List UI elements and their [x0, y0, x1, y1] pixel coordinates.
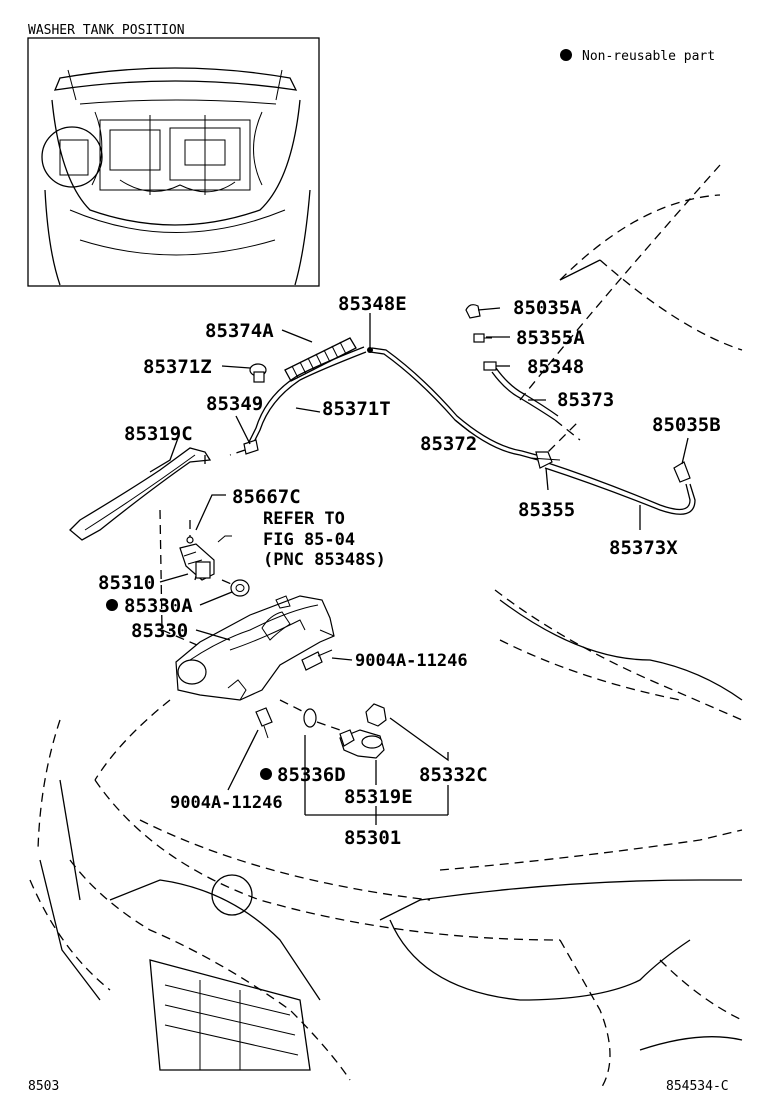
- part-85349-clamp: [243, 439, 259, 455]
- label-85349: 85349: [206, 393, 263, 415]
- label-85374A: 85374A: [205, 320, 274, 342]
- label-85355: 85355: [518, 499, 575, 521]
- part-85330-washer-tank: [175, 595, 335, 701]
- label-85348E: 85348E: [338, 293, 407, 315]
- non-reusable-dot-icon: [260, 768, 272, 780]
- label-85667C: 85667C: [232, 486, 301, 508]
- part-85374A-tube: [284, 337, 357, 382]
- label-85371T: 85371T: [322, 398, 391, 420]
- part-85355A-joint: [473, 333, 492, 343]
- inset-title: WASHER TANK POSITION: [28, 23, 185, 38]
- part-85035B-nozzle: [673, 461, 691, 483]
- label-85373: 85373: [557, 389, 614, 411]
- hose-85371T: [251, 351, 367, 447]
- part-85310-pump: [179, 543, 215, 581]
- hose-85373: [491, 371, 556, 421]
- part-85667C-clip: [186, 536, 194, 544]
- refer-line-2: FIG 85-04: [263, 530, 355, 550]
- refer-line-3: (PNC 85348S): [263, 550, 386, 570]
- part-85319E-pump: [339, 729, 385, 759]
- label-85336D: 85336D: [277, 764, 346, 786]
- footer-page-code: 8503: [28, 1079, 59, 1094]
- label-85330A: 85330A: [124, 595, 193, 617]
- inset-highlight-circle: [41, 126, 103, 188]
- legend-dot-icon: [560, 49, 572, 61]
- label-85332C: 85332C: [419, 764, 488, 786]
- label-85348: 85348: [527, 356, 584, 378]
- part-85355-joint: [529, 451, 561, 469]
- label-85330: 85330: [131, 620, 188, 642]
- label-85371Z: 85371Z: [143, 356, 212, 378]
- part-85319C-protector: [69, 447, 212, 541]
- label-85355A: 85355A: [516, 327, 585, 349]
- part-9004A-bolt-lower: [255, 707, 273, 739]
- label-85310: 85310: [98, 572, 155, 594]
- label-85319C: 85319C: [124, 423, 193, 445]
- label-85035B: 85035B: [652, 414, 721, 436]
- inset-engine-bay: [27, 37, 320, 287]
- inset-frame: [27, 37, 320, 287]
- label-85319E: 85319E: [344, 786, 413, 808]
- part-85332C-cap: [365, 703, 387, 727]
- label-9004A-lower: 9004A-11246: [170, 793, 283, 813]
- leader-lines: [149, 307, 689, 825]
- label-9004A-upper: 9004A-11246: [355, 651, 468, 671]
- label-85301: 85301: [344, 827, 401, 849]
- part-85348-valve: [483, 361, 497, 371]
- part-9004A-bolt-upper: [301, 649, 333, 671]
- hose-85372: [369, 351, 539, 461]
- part-85336D-oring: [303, 708, 317, 728]
- non-reusable-dot-icon: [106, 599, 118, 611]
- legend-text: Non-reusable part: [582, 49, 715, 64]
- label-85035A: 85035A: [513, 297, 582, 319]
- vehicle-body-outline: [29, 164, 743, 1091]
- hose-85373X: [544, 461, 691, 511]
- part-85330A-grommet: [230, 579, 250, 597]
- refer-line-1: REFER TO: [263, 509, 345, 529]
- part-85371Z-grommet: [249, 363, 267, 383]
- label-85373X: 85373X: [609, 537, 678, 559]
- part-85035A-nozzle: [465, 304, 481, 319]
- label-85372: 85372: [420, 433, 477, 455]
- footer-figure-code: 854534-C: [666, 1079, 729, 1094]
